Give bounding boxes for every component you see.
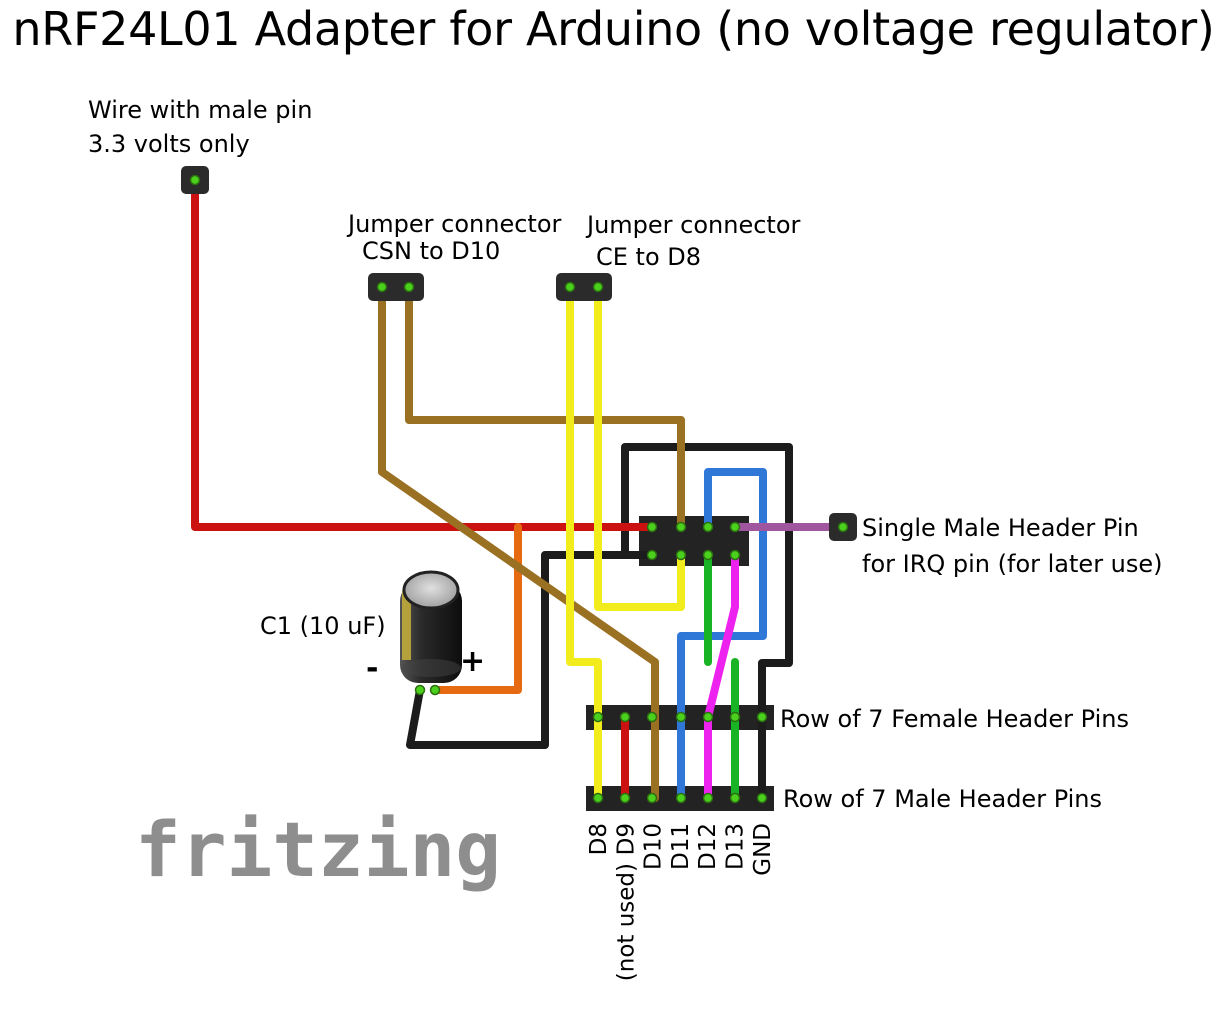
jumper-ce-connector [556,273,612,301]
ce-jumper-wire-a [566,283,602,802]
capacitor-label: C1 (10 uF) [260,612,386,640]
pin-note-not-used: (not used) [613,863,639,981]
fritzing-logo: fritzing [135,805,501,894]
capacitor-c1 [400,570,462,683]
irq-label-line2: for IRQ pin (for later use) [862,550,1163,578]
mosi-wire [677,468,767,802]
wire-label-line1: Wire with male pin [88,96,313,124]
pin-label-d9: D9 [613,823,639,855]
power-wire [191,176,656,531]
diagram-title: nRF24L01 Adapter for Arduino (no voltage… [12,2,1215,56]
capacitor-minus-sign: - [366,651,378,686]
jumper-csn-label-line1: Jumper connector [348,210,562,238]
jumper-csn-label-line2: CSN to D10 [362,237,501,265]
ce-jumper-wire-b [594,283,685,611]
male-row-label: Row of 7 Male Header Pins [783,785,1103,813]
wire-label-line2: 3.3 volts only [88,130,250,158]
ground-wire-capacitor [406,551,656,749]
pin-label-gnd: GND [750,823,776,876]
capacitor-positive-wire [431,523,522,694]
capacitor-plus-sign: + [460,644,485,679]
jumper-ce-label-line1: Jumper connector [587,211,801,239]
jumper-csn-connector [368,273,424,301]
pin-label-d11: D11 [668,823,694,870]
pin-label-d13: D13 [723,823,749,870]
jumper-ce-label-line2: CE to D8 [596,243,702,271]
pin-label-d10: D10 [641,823,667,870]
irq-label-line1: Single Male Header Pin [862,514,1139,542]
miso-wire [704,551,739,802]
csn-jumper-wire-b [405,283,685,531]
pins [181,166,857,541]
pin-label-d8: D8 [586,823,612,855]
female-row-label: Row of 7 Female Header Pins [780,705,1129,733]
pin-label-d12: D12 [695,823,721,870]
csn-jumper-wire-a [378,283,659,802]
